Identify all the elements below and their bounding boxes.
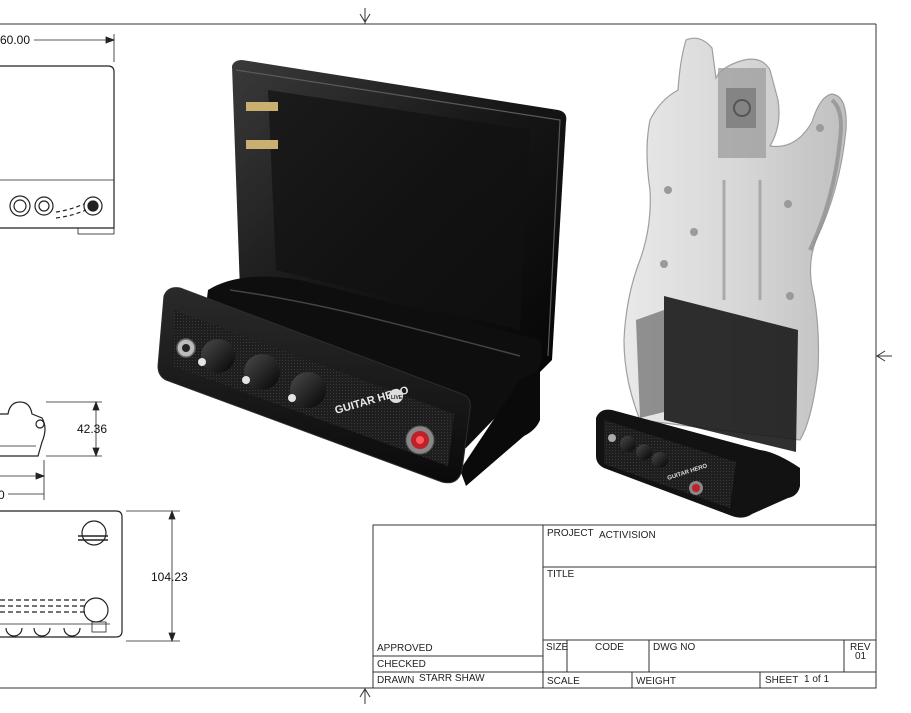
top-view	[0, 65, 115, 235]
center-marker-bottom	[359, 688, 371, 704]
size-label: SIZE	[546, 642, 569, 653]
drawn-label: DRAWN	[377, 675, 415, 686]
weight-label: WEIGHT	[636, 676, 676, 687]
rev-value: 01	[855, 651, 867, 662]
code-label: CODE	[595, 642, 624, 653]
knob-3-small	[652, 452, 668, 468]
knob-2-main	[244, 354, 280, 390]
title-block	[372, 524, 877, 689]
stand-render-main: GUITAR HERO LIVE	[157, 60, 567, 486]
dim-side-height-text: 42.36	[77, 422, 108, 436]
project-label: PROJECT	[547, 528, 594, 539]
center-marker-right	[876, 350, 892, 362]
dim-partial-text: 0	[0, 488, 5, 502]
input-jack-small	[608, 434, 616, 442]
sheet-label: SHEET	[765, 675, 799, 686]
dimension-side-height	[0, 400, 102, 500]
center-marker-top	[359, 8, 371, 24]
dimension-front-height	[126, 509, 180, 643]
brand-badge-main: LIVE	[391, 395, 403, 401]
dimension-top-width	[34, 34, 116, 62]
dim-front-height-text: 104.23	[151, 570, 188, 584]
knob-3-main	[290, 372, 326, 408]
dwg-no-label: DWG NO	[653, 642, 696, 653]
rev-label: REV	[850, 642, 871, 653]
dim-top-width-text: 60.00	[0, 33, 31, 47]
project-value: ACTIVISION	[599, 530, 656, 541]
title-label: TITLE	[547, 569, 575, 580]
knob-1-main	[201, 339, 235, 373]
checked-label: CHECKED	[377, 659, 426, 670]
guitar-stand-render: GUITAR HERO	[596, 37, 847, 518]
side-view	[0, 401, 46, 457]
drawn-value: STARR SHAW	[419, 673, 485, 684]
approved-label: APPROVED	[377, 643, 433, 654]
knob-1-small	[620, 436, 636, 452]
contact-strip-upper	[246, 102, 278, 111]
knob-2-small	[636, 444, 652, 460]
scale-label: SCALE	[547, 676, 580, 687]
front-view	[0, 510, 123, 638]
sheet-value: 1 of 1	[804, 674, 830, 685]
contact-strip-lower	[246, 140, 278, 149]
